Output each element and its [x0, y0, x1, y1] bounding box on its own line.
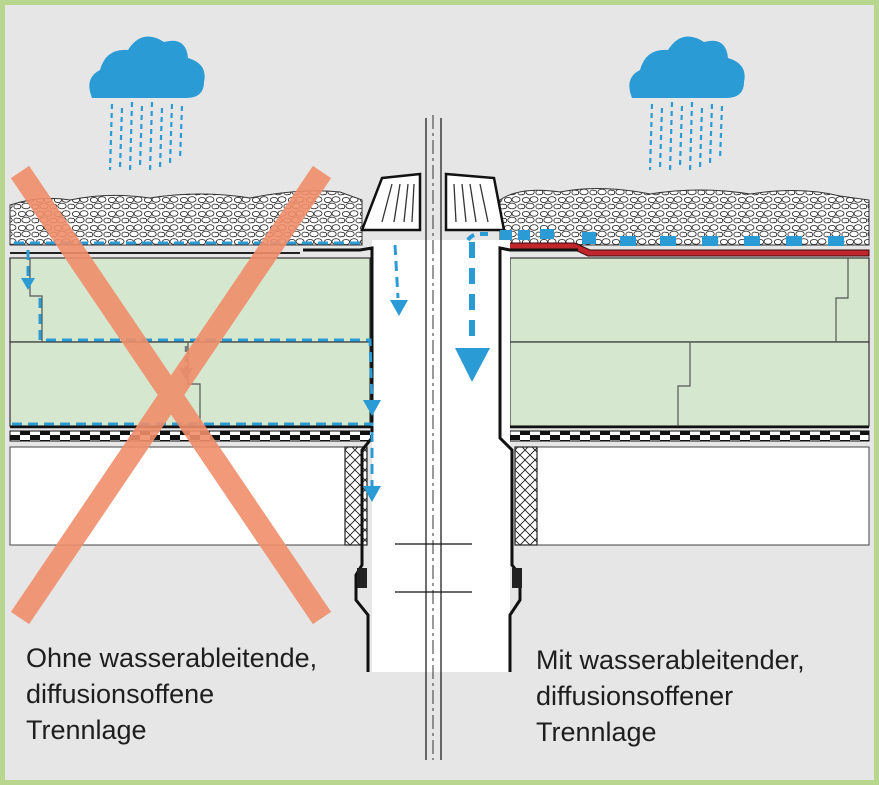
water-flow-arrowheads: [21, 278, 408, 502]
caption-right-line-2: diffusionsoffener: [536, 681, 734, 711]
cross-out-icon: [10, 165, 332, 625]
caption-with-layer: Mit wasserableitender, diffusionsoffener…: [536, 642, 805, 750]
roof-drain-pipe: [303, 115, 578, 760]
caption-left-line-1: Ohne wasserableitende,: [26, 643, 318, 673]
caption-left-line-3: Trennlage: [26, 715, 147, 745]
rain-cloud-icon: [629, 36, 745, 173]
rain-cloud-icon: [89, 36, 205, 173]
caption-left-line-2: diffusionsoffene: [26, 679, 215, 709]
water-flow-arrowhead-large: [455, 348, 490, 382]
water-flow-arrow-inlet: [466, 232, 492, 242]
right-roof-layers: [499, 187, 870, 546]
caption-right-line-3: Trennlage: [536, 717, 657, 747]
water-flow-drops-right: [500, 229, 844, 246]
caption-right-line-1: Mit wasserableitender,: [536, 645, 805, 675]
caption-without-layer: Ohne wasserableitende, diffusionsoffene …: [26, 640, 317, 748]
